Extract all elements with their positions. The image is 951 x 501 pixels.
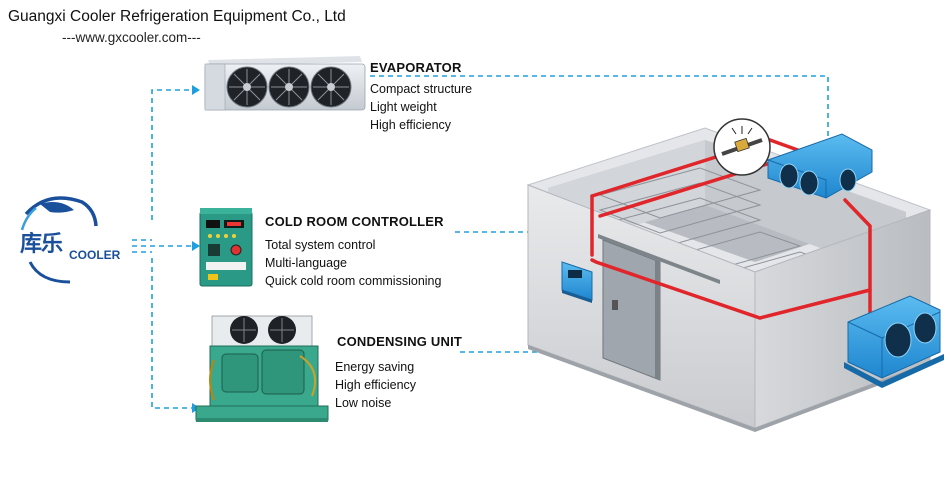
feature-item: High efficiency <box>370 118 452 132</box>
controller-image <box>199 208 253 287</box>
company-name: Guangxi Cooler Refrigeration Equipment C… <box>8 8 346 25</box>
feature-item: Quick cold room commissioning <box>265 274 442 288</box>
website-url[interactable]: ---www.gxcooler.com--- <box>62 30 201 45</box>
connector-to-condensing-unit <box>151 258 192 409</box>
feature-item: High efficiency <box>335 378 417 392</box>
feature-item: Total system control <box>265 238 376 252</box>
condensing-unit-image <box>195 315 329 422</box>
condensing-unit-features: Energy saving High efficiency Low noise <box>335 358 416 412</box>
evaporator-room-link <box>370 75 829 148</box>
logo-english-text: COOLER <box>69 248 121 262</box>
feature-item: Energy saving <box>335 360 415 374</box>
evaporator-image <box>204 56 366 111</box>
feature-item: Light weight <box>370 100 437 114</box>
connector-arrowheads <box>192 85 200 413</box>
condensing-unit-title: CONDENSING UNIT <box>337 334 463 349</box>
room-evaporator-unit <box>767 133 873 199</box>
valve-detail-callout <box>713 118 771 176</box>
connector-lines <box>132 89 192 409</box>
room-controller-unit <box>561 261 593 303</box>
cooler-logo <box>20 196 98 284</box>
connector-to-evaporator <box>151 89 192 220</box>
feature-item: Low noise <box>335 396 392 410</box>
feature-item: Compact structure <box>370 82 473 96</box>
controller-title: COLD ROOM CONTROLLER <box>265 214 444 229</box>
cold-room-door <box>602 239 661 381</box>
room-condensing-unit <box>844 295 944 388</box>
feature-item: Multi-language <box>265 256 347 270</box>
evaporator-features: Compact structure Light weight High effi… <box>370 80 472 134</box>
evaporator-title: EVAPORATOR <box>370 60 462 75</box>
logo-chinese-text: 库乐 <box>20 232 63 257</box>
controller-features: Total system control Multi-language Quic… <box>265 236 441 290</box>
